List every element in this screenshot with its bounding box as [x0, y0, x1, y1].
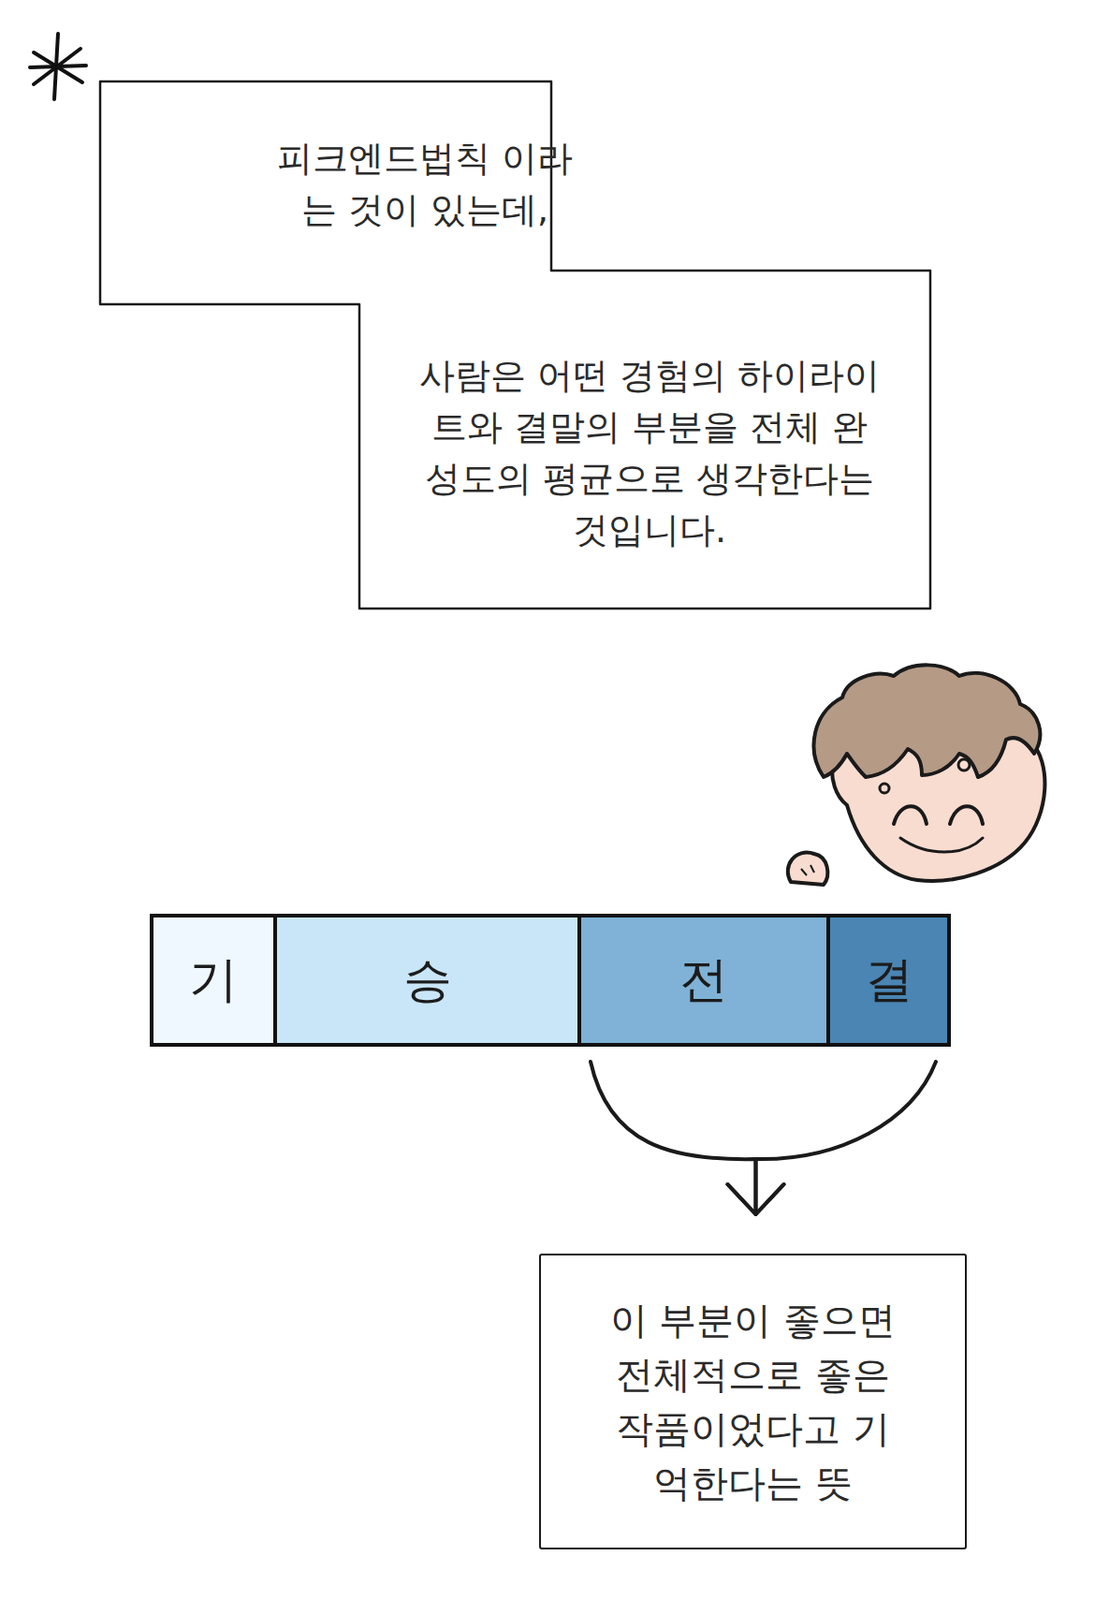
note-box: 이 부분이 좋으면 전체적으로 좋은 작품이었다고 기억한다는 뜻 [539, 1253, 967, 1549]
bracket-arrow [728, 1061, 937, 1214]
connector-line [590, 1061, 757, 1214]
story-segment: 기 [149, 913, 276, 1047]
story-segment: 승 [275, 913, 580, 1047]
arrow-head [728, 1183, 785, 1214]
segment-label: 결 [864, 944, 914, 1015]
segment-label: 전 [679, 944, 729, 1015]
story-segment: 결 [828, 913, 951, 1047]
asterisk-symbol [29, 33, 87, 100]
segment-label: 기 [189, 944, 238, 1015]
character-illustration [788, 664, 1046, 885]
note-text: 이 부분이 좋으면 전체적으로 좋은 작품이었다고 기억한다는 뜻 [598, 1292, 908, 1510]
connector-line [756, 1061, 937, 1214]
segment-label: 승 [403, 944, 453, 1015]
story-segment: 전 [579, 913, 829, 1047]
box-text: 사람은 어떤 경험의 하이라이트와 결말의 부분을 전체 완성도의 평균으로 생… [415, 350, 884, 556]
stepped-text-box: 피크엔드법칙 이라는 것이 있는데, 사람은 어떤 경험의 하이라이트와 결말의 … [97, 78, 935, 613]
box-outline [100, 81, 931, 609]
box-text: 피크엔드법칙 이라는 것이 있는데, [261, 132, 589, 236]
